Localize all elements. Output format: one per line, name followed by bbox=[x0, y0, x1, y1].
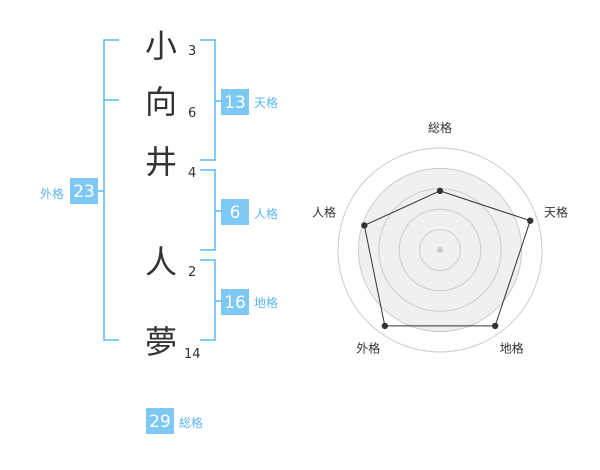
name-char-5: 夢 bbox=[145, 323, 177, 361]
soukaku-box: 29 総格 bbox=[146, 408, 203, 434]
radar-center bbox=[437, 247, 443, 253]
chikaku-label: 地格 bbox=[254, 295, 278, 310]
name-char-3: 井 bbox=[145, 143, 177, 181]
bracket-lines bbox=[98, 39, 221, 341]
chikaku-value: 16 bbox=[224, 293, 246, 313]
jinkaku-box: 6 人格 bbox=[221, 199, 278, 225]
radar-ring-5 bbox=[337, 147, 543, 353]
name-char-2: 向 bbox=[145, 83, 177, 121]
radar-point-3 bbox=[491, 322, 499, 330]
jinkaku-bracket bbox=[200, 169, 221, 251]
radar-point-1 bbox=[436, 187, 444, 195]
radar-point-5 bbox=[361, 222, 368, 229]
chikaku-box: 16 地格 bbox=[221, 289, 278, 315]
stroke-count-1: 3 bbox=[188, 44, 196, 59]
gaikaku-label: 外格 bbox=[40, 186, 64, 201]
chikaku-bracket bbox=[200, 259, 221, 341]
gaikaku-box: 23 外格 bbox=[40, 178, 98, 204]
radar-axis-label-1: 総格 bbox=[428, 120, 452, 135]
name-char-1: 小 bbox=[145, 27, 177, 65]
gaikaku-value: 23 bbox=[73, 182, 95, 202]
radar-series-polygon bbox=[363, 190, 531, 327]
tenkaku-label: 天格 bbox=[254, 95, 278, 110]
radar-point-4 bbox=[381, 322, 389, 330]
stroke-count-5: 14 bbox=[184, 347, 201, 362]
radar-point-2 bbox=[527, 217, 534, 224]
name-char-4: 人 bbox=[145, 243, 177, 281]
jinkaku-label: 人格 bbox=[254, 206, 278, 221]
jinkaku-value: 6 bbox=[230, 203, 241, 223]
radar-axis-label-3: 地格 bbox=[500, 341, 524, 356]
radar-axis-label-5: 人格 bbox=[312, 204, 336, 219]
radar-axis-label-4: 外格 bbox=[356, 341, 380, 356]
stroke-count-2: 6 bbox=[188, 106, 196, 121]
gaikaku-bracket bbox=[103, 39, 119, 341]
soukaku-value: 29 bbox=[149, 412, 171, 432]
tenkaku-value: 13 bbox=[224, 93, 246, 113]
stroke-count-4: 2 bbox=[188, 265, 196, 280]
name-column: 小 向 井 人 夢 3 6 4 2 14 bbox=[145, 27, 201, 362]
tenkaku-bracket bbox=[200, 39, 221, 161]
stroke-count-3: 4 bbox=[188, 166, 196, 181]
soukaku-label: 総格 bbox=[179, 415, 203, 430]
radar-axis-label-2: 天格 bbox=[544, 204, 568, 219]
tenkaku-box: 13 天格 bbox=[221, 89, 278, 115]
